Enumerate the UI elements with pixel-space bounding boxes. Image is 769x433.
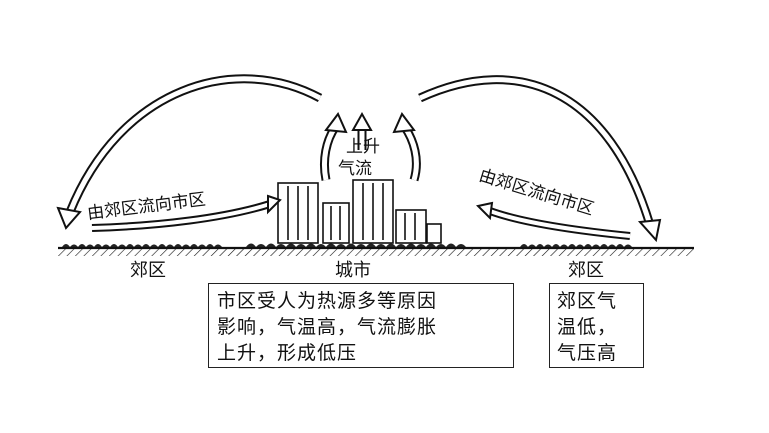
building-2 <box>322 202 350 244</box>
suburb-note-line: 温低， <box>557 316 618 338</box>
building-5 <box>426 223 442 244</box>
updraft-label-line2: 气流 <box>338 159 372 179</box>
city-note-line: 市区受人为热源多等原因 <box>217 290 438 312</box>
city-note-line: 影响，气温高，气流膨胀 <box>217 316 438 338</box>
ground-label-right: 郊区 <box>568 260 604 281</box>
upper-arc-left <box>56 74 323 230</box>
ground <box>58 246 694 256</box>
upper-arc-right <box>418 75 662 243</box>
inflow-arrow-right <box>475 201 631 240</box>
ground-label-center: 城市 <box>335 260 371 281</box>
suburb-note-line: 郊区气 <box>557 290 618 312</box>
ground-label-left: 郊区 <box>130 260 166 281</box>
suburb-explanation-box: 郊区气 温低， 气压高 <box>549 283 644 368</box>
suburb-note-line: 气压高 <box>557 342 618 364</box>
city-buildings <box>277 179 442 244</box>
updraft-arrows <box>319 111 421 182</box>
city-explanation-box: 市区受人为热源多等原因 影响，气温高，气流膨胀 上升，形成低压 <box>208 283 514 368</box>
inflow-arrow-left <box>91 194 282 232</box>
building-4 <box>395 209 427 244</box>
city-note-line: 上升，形成低压 <box>217 342 358 364</box>
vegetation <box>62 243 632 247</box>
updraft-label-line1: 上升 <box>346 137 380 157</box>
